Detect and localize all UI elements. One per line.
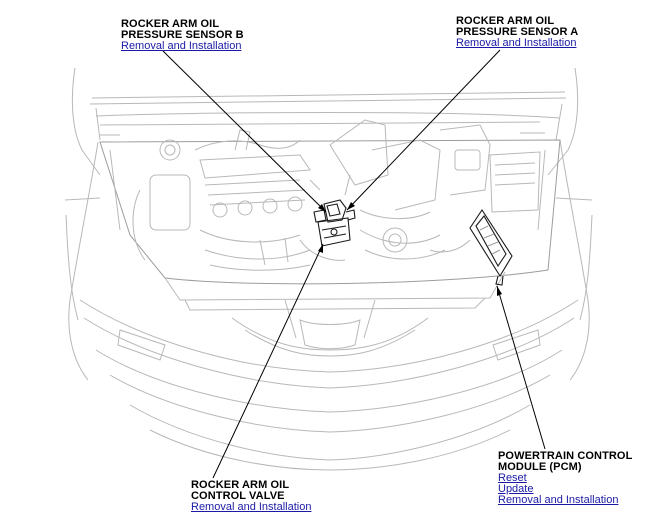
callout-pcm: POWERTRAIN CONTROL MODULE (PCM) Reset Up… <box>498 451 632 506</box>
callout-sensor-a-title-1: ROCKER ARM OIL <box>456 15 555 27</box>
hood-outline <box>71 67 579 176</box>
leader-line-sensor-b <box>162 50 327 213</box>
leader-line-sensor-a <box>346 49 501 211</box>
callout-pcm-title-2: MODULE (PCM) <box>498 461 582 473</box>
callout-sensor-a: ROCKER ARM OIL PRESSURE SENSOR A Removal… <box>456 16 578 49</box>
leader-arrow-control-valve <box>318 244 323 253</box>
leader-arrow-sensor-b <box>318 204 326 212</box>
leader-lines <box>162 49 546 479</box>
fender-outline <box>64 139 593 381</box>
callout-sensor-a-title-2: PRESSURE SENSOR A <box>456 26 579 38</box>
control-valve-removal-link[interactable]: Removal and Installation <box>191 501 312 513</box>
callout-pcm-title-1: POWERTRAIN CONTROL <box>498 450 633 462</box>
engine-components <box>132 119 541 271</box>
leader-line-pcm <box>496 285 546 450</box>
leader-line-control-valve <box>212 243 324 479</box>
callout-sensor-b-title-1: ROCKER ARM OIL <box>121 18 220 30</box>
pcm-removal-link[interactable]: Removal and Installation <box>498 494 619 506</box>
callout-control-valve-title-1: ROCKER ARM OIL <box>191 479 290 491</box>
callout-control-valve-title-2: CONTROL VALVE <box>191 490 285 502</box>
front-bumper-outline <box>79 299 579 471</box>
engine-bay-frame <box>99 139 561 311</box>
sensor-a-removal-link[interactable]: Removal and Installation <box>456 37 577 49</box>
oil-control-valve-assembly <box>313 199 356 247</box>
callout-sensor-b-title-2: PRESSURE SENSOR B <box>121 29 244 41</box>
leader-arrow-pcm <box>497 286 502 296</box>
callout-control-valve: ROCKER ARM OIL CONTROL VALVE Removal and… <box>191 480 311 513</box>
pcm-module <box>469 209 513 286</box>
pcm-reset-link[interactable]: Reset <box>498 472 527 484</box>
sensor-b-removal-link[interactable]: Removal and Installation <box>121 40 242 52</box>
leader-arrow-sensor-a <box>347 202 355 210</box>
callout-sensor-b: ROCKER ARM OIL PRESSURE SENSOR B Removal… <box>121 19 244 52</box>
pcm-update-link[interactable]: Update <box>498 483 534 495</box>
